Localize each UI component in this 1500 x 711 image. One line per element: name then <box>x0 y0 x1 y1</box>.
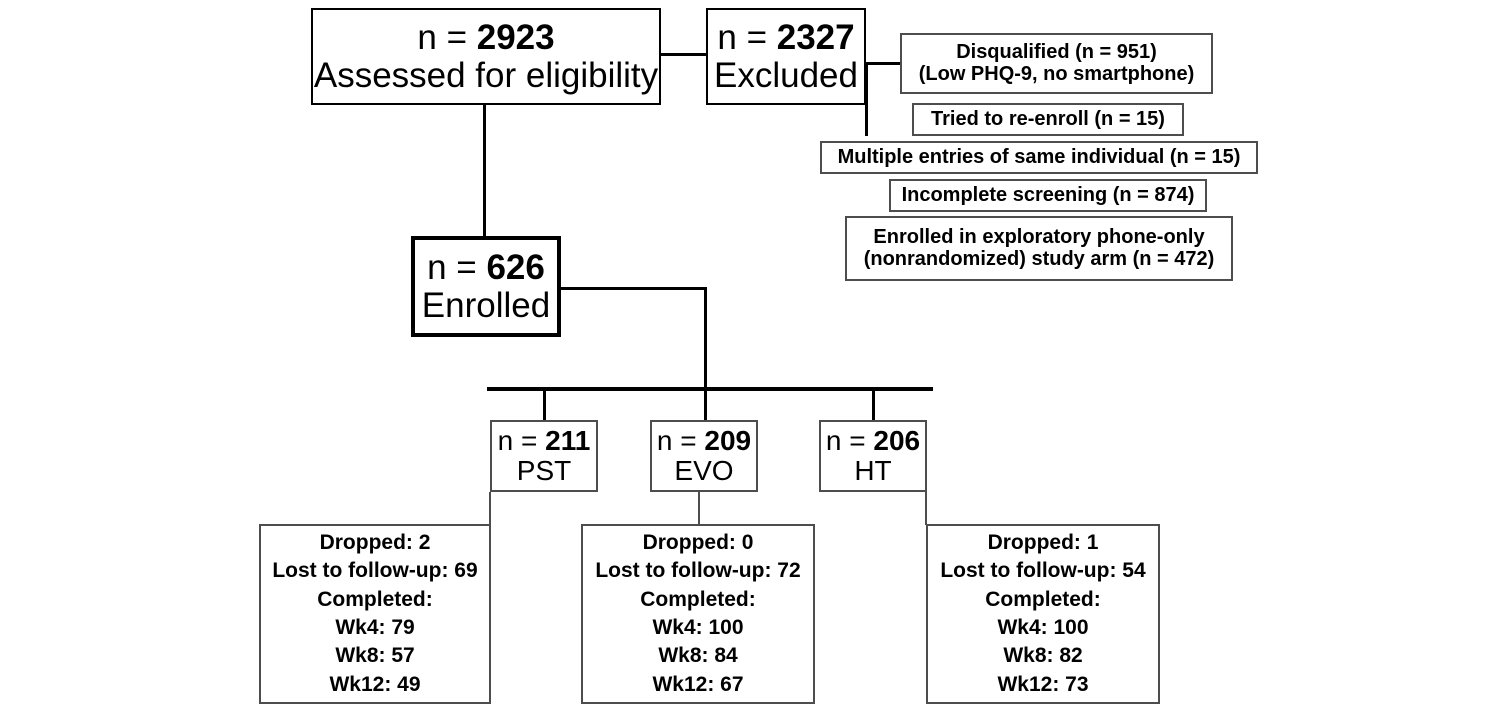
arm-pst-name: PST <box>516 455 572 486</box>
node-excluded-description: Excluded <box>714 55 858 95</box>
connector-pst-to-outcomes <box>489 492 491 525</box>
exclusion-phone-only-line2: (nonrandomized) study arm (n = 472) <box>863 247 1215 270</box>
outcome-pst-wk4: Wk4: 79 <box>335 616 415 639</box>
outcome-ht-wk8: Wk8: 82 <box>1003 644 1083 668</box>
outcome-pst-dropped: Dropped: 2 <box>319 530 431 554</box>
connector-bar-to-evo <box>704 387 707 420</box>
outcome-box-pst: Dropped: 2 Lost to follow-up: 69 Complet… <box>259 524 491 704</box>
connector-assessed-to-enrolled <box>483 104 486 237</box>
arm-ht-count-prefix: n = <box>825 424 874 456</box>
outcome-evo-dropped: Dropped: 0 <box>642 530 754 554</box>
node-assessed-for-eligibility: n = 2923 Assessed for eligibility <box>311 8 661 105</box>
outcome-box-evo: Dropped: 0 Lost to follow-up: 72 Complet… <box>581 524 815 704</box>
outcome-ht-wk12: Wk12: 73 <box>997 672 1089 696</box>
arm-ht-count-line: n = 206 <box>825 424 921 456</box>
arm-box-ht: n = 206 HT <box>819 420 927 492</box>
node-enrolled-description: Enrolled <box>421 285 551 325</box>
node-excluded-count-line: n = 2327 <box>717 17 855 57</box>
connector-assessed-to-excluded <box>660 53 708 56</box>
arm-evo-name: EVO <box>674 455 734 486</box>
outcome-pst-lost: Lost to follow-up: 69 <box>272 559 478 583</box>
exclusion-box-disqualified: Disqualified (n = 951) (Low PHQ-9, no sm… <box>900 33 1213 94</box>
exclusion-disqualified-line1: Disqualified (n = 951) <box>956 40 1157 63</box>
connector-excluded-reasons-spine <box>865 62 868 136</box>
connector-enrolled-right-stub <box>561 287 707 290</box>
node-excluded-count-value: 2327 <box>776 17 855 57</box>
outcome-evo-completed-header: Completed: <box>640 587 756 611</box>
arm-pst-count-value: 211 <box>545 424 591 456</box>
node-excluded-count-prefix: n = <box>717 17 777 57</box>
connector-excluded-to-reasons-stub <box>865 62 902 65</box>
exclusion-box-tried-to-re-enroll: Tried to re-enroll (n = 15) <box>912 103 1184 136</box>
node-assessed-count-prefix: n = <box>417 17 477 57</box>
node-excluded: n = 2327 Excluded <box>706 8 866 105</box>
outcome-pst-wk8: Wk8: 57 <box>335 644 415 668</box>
connector-bar-to-ht <box>872 387 875 420</box>
node-enrolled: n = 626 Enrolled <box>411 236 561 337</box>
outcome-ht-wk4: Wk4: 100 <box>997 616 1089 639</box>
arm-evo-count-prefix: n = <box>656 424 705 456</box>
node-assessed-count-line: n = 2923 <box>417 17 555 57</box>
arm-evo-count-value: 209 <box>704 424 752 456</box>
node-assessed-description: Assessed for eligibility <box>313 55 659 95</box>
arm-box-pst: n = 211 PST <box>490 420 598 492</box>
exclusion-box-multiple-entries: Multiple entries of same individual (n =… <box>820 141 1258 174</box>
outcome-pst-wk12: Wk12: 49 <box>329 672 421 696</box>
exclusion-incomplete-screening-line1: Incomplete screening (n = 874) <box>901 183 1195 206</box>
node-enrolled-count-line: n = 626 <box>427 247 545 287</box>
node-enrolled-count-prefix: n = <box>427 247 487 287</box>
outcome-box-ht: Dropped: 1 Lost to follow-up: 54 Complet… <box>926 524 1160 704</box>
outcome-pst-completed-header: Completed: <box>317 587 433 611</box>
arm-box-evo: n = 209 EVO <box>650 420 758 492</box>
arm-pst-count-line: n = 211 <box>497 424 591 456</box>
node-assessed-count-value: 2923 <box>476 17 555 57</box>
outcome-evo-wk12: Wk12: 67 <box>652 672 744 696</box>
outcome-ht-dropped: Dropped: 1 <box>987 530 1099 554</box>
exclusion-box-phone-only-arm: Enrolled in exploratory phone-only (nonr… <box>845 216 1233 281</box>
arm-ht-count-value: 206 <box>873 424 921 456</box>
arm-evo-count-line: n = 209 <box>656 424 752 456</box>
randomization-distributor-bar <box>487 387 933 391</box>
outcome-ht-lost: Lost to follow-up: 54 <box>940 559 1146 583</box>
arm-pst-count-prefix: n = <box>497 424 546 456</box>
connector-evo-to-outcomes <box>698 492 700 525</box>
exclusion-disqualified-line2: (Low PHQ-9, no smartphone) <box>918 62 1195 85</box>
outcome-evo-lost: Lost to follow-up: 72 <box>595 559 801 583</box>
exclusion-phone-only-line1: Enrolled in exploratory phone-only <box>873 225 1205 248</box>
exclusion-box-incomplete-screening: Incomplete screening (n = 874) <box>889 179 1207 212</box>
exclusion-re-enroll-line1: Tried to re-enroll (n = 15) <box>931 107 1165 130</box>
connector-bar-to-pst <box>543 387 546 420</box>
outcome-evo-wk4: Wk4: 100 <box>652 616 744 639</box>
outcome-evo-wk8: Wk8: 84 <box>658 644 738 668</box>
exclusion-multiple-entries-line1: Multiple entries of same individual (n =… <box>837 145 1241 168</box>
connector-enrolled-drop <box>704 287 707 390</box>
node-enrolled-count-value: 626 <box>486 247 545 287</box>
outcome-ht-completed-header: Completed: <box>985 587 1101 611</box>
arm-ht-name: HT <box>854 455 892 486</box>
connector-ht-to-outcomes <box>925 492 927 525</box>
